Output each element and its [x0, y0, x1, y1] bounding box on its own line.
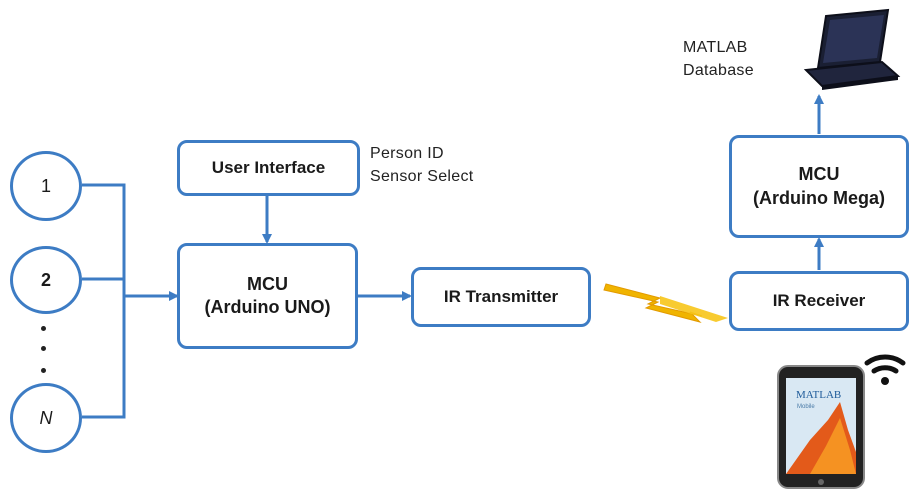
sensor-select-label: Sensor Select — [370, 168, 474, 186]
ellipsis-dot — [41, 346, 46, 351]
user-interface-label: User Interface — [211, 157, 326, 177]
user-interface-note: Person ID Sensor Select — [370, 142, 474, 188]
input-node-1-label: 1 — [40, 175, 51, 196]
smartphone-icon — [777, 365, 865, 489]
mcu-mega-subtitle: (Arduino Mega) — [753, 187, 885, 208]
input-node-n-label: N — [39, 407, 53, 428]
phone-brand: MATLAB — [796, 389, 841, 401]
phone-sub: Mobile — [797, 404, 815, 410]
database-label: MATLAB Database — [683, 36, 754, 82]
database-line-label: Database — [683, 62, 754, 80]
input-node-2: 2 — [10, 246, 82, 314]
ellipsis-dot — [41, 326, 46, 331]
laptop-icon — [803, 8, 901, 90]
wifi-icon — [864, 354, 906, 385]
lightning-icon — [603, 283, 728, 323]
user-interface-box: User Interface — [177, 140, 360, 196]
ir-receiver-label: IR Receiver — [772, 290, 866, 310]
input-bus-line — [82, 183, 126, 419]
ir-transmitter-label: IR Transmitter — [443, 286, 559, 306]
ir-transmitter-box: IR Transmitter — [411, 267, 591, 327]
ir-receiver-box: IR Receiver — [729, 271, 909, 331]
ellipsis-dot — [41, 368, 46, 373]
mcu-uno-title: MCU — [247, 273, 288, 294]
mcu-uno-subtitle: (Arduino UNO) — [204, 297, 331, 317]
input-node-n: N — [10, 383, 82, 453]
mcu-uno-box: MCU (Arduino UNO) — [177, 243, 358, 349]
matlab-label: MATLAB — [683, 39, 748, 56]
mcu-mega-title: MCU — [798, 164, 840, 185]
input-node-1: 1 — [10, 151, 82, 221]
input-node-2-label: 2 — [40, 269, 51, 290]
mcu-mega-box: MCU (Arduino Mega) — [729, 135, 909, 238]
person-id-label: Person ID — [370, 145, 444, 162]
